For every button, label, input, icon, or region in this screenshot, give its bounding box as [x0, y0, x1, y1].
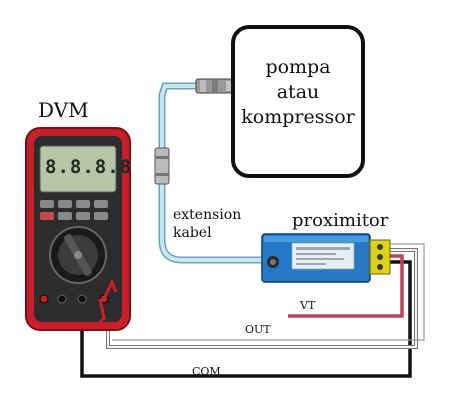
dvm-label: DVM: [38, 98, 89, 122]
vt-wire: [288, 254, 404, 318]
dvm-rotary-dial: [49, 226, 107, 284]
probe-tip-connector: [195, 78, 235, 94]
pump-label-line-2: atau: [276, 81, 320, 103]
proximitor-device: [261, 233, 391, 283]
vt-label: VT: [300, 299, 316, 312]
dvm-buttons: [40, 200, 108, 220]
out-wire-return: [112, 243, 425, 341]
extension-cable: [158, 82, 266, 264]
com-label: COM: [192, 365, 221, 378]
pump-label-line-1: pompa: [265, 56, 331, 78]
proximitor-label: proximitor: [292, 210, 389, 231]
out-label: OUT: [245, 323, 271, 336]
extension-cable-label-line-1: extension: [173, 207, 242, 223]
cable-coupler: [154, 147, 170, 185]
pump-compressor-label: pompa atau kompressor: [235, 55, 361, 130]
pump-compressor-box: pompa atau kompressor: [231, 25, 365, 178]
dvm-display-reading: 8.8.8.8: [45, 156, 133, 178]
dvm-multimeter: [25, 127, 131, 331]
pump-label-line-3: kompressor: [241, 106, 355, 128]
extension-cable-label-line-2: kabel: [173, 225, 212, 241]
